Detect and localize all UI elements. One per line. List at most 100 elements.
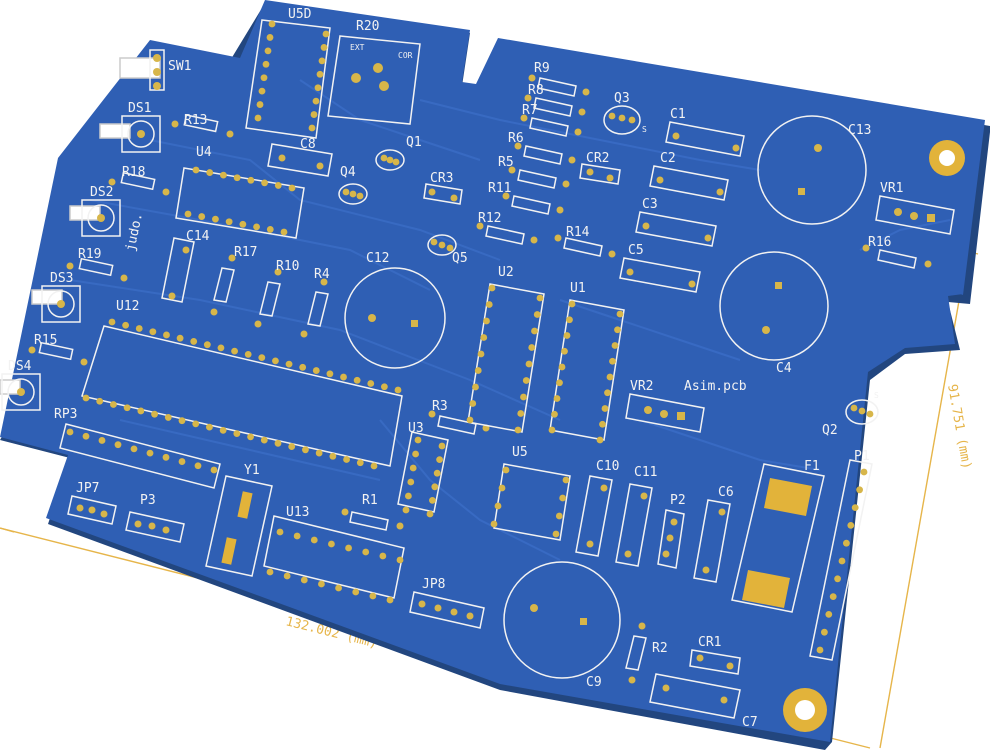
u3-pin [405,492,412,500]
u12-pin [329,452,337,460]
label-r12: R12 [478,211,501,226]
u12-pin [203,341,211,349]
u5d-pin [318,57,326,65]
trimpot-vr2 [625,393,705,433]
u12-pin [164,414,172,421]
u1-pin [606,373,614,381]
rp3-pin [66,428,74,436]
p1-pin [825,611,833,618]
label-r20: R20 [356,19,379,34]
led-ds2 [69,199,121,237]
u12-pin [315,449,323,457]
led-ds4 [0,373,41,411]
u12-pin [82,394,90,402]
u13-pin [369,592,377,600]
u12-pin [247,433,254,441]
label-r10: R10 [276,259,299,274]
label-c9: C9 [586,675,602,690]
u1-pin [611,342,619,349]
p1-pin [843,539,850,547]
u2-pin [477,350,485,358]
u12-pin [122,321,130,329]
u1-pin [609,357,616,365]
u4-pin [212,215,219,223]
label-c1: C1 [670,107,686,122]
transistor-q1 [375,149,405,171]
u5d-pin [268,20,276,28]
header-p2 [657,509,685,569]
label-r6: R6 [508,131,524,146]
u2-pin [488,284,496,292]
led-ds1 [99,115,161,153]
u12-pin [149,328,157,336]
u4-pin [261,179,268,187]
u4-pin [274,182,282,189]
transistor-q2 [845,399,879,425]
q5-pin [438,241,446,249]
u1-pin [556,379,563,387]
header-jp7 [67,495,117,525]
label-u3: U3 [408,421,424,436]
capacitor-c14 [161,237,195,303]
u3-pin [438,442,446,450]
u5d-pin [314,84,322,92]
u12-pin [137,407,145,415]
label-c7: C7 [742,715,758,730]
resistor-r8 [524,94,586,117]
label-f1: F1 [804,459,820,474]
u2-pin [485,301,493,308]
u1-pin [566,316,573,324]
capacitor-c8 [267,143,333,177]
u3-pin [429,497,436,504]
label-r3: R3 [432,399,448,414]
resistor-r11 [502,192,564,215]
u5d-pin [312,97,320,105]
u12-pin [217,344,225,352]
q4-pin [342,188,350,196]
label-y1: Y1 [244,463,260,478]
u4-pin [239,220,247,228]
q1-pin [392,158,400,166]
u5d-pin [258,87,266,95]
label-c13: C13 [848,123,871,138]
label-u13: U13 [286,505,309,520]
label-c6: C6 [718,485,734,500]
u5-pin [494,502,502,510]
label-c14: C14 [186,229,210,244]
u1-pin [596,436,604,444]
u1-pin [601,405,609,412]
u5-pin [498,484,506,492]
rp3-pin [194,462,202,470]
u12-pin [326,370,334,378]
q3-pin [618,114,626,122]
u13-pin [352,588,360,596]
label-r13: R13 [184,113,207,128]
u4-pin [192,166,200,174]
label-ext: EXT [350,43,365,52]
ic-u2 [467,283,545,433]
u13-pin [345,544,352,552]
u4-pin [233,174,241,182]
resistor-r16 [862,244,932,269]
ic-u1 [549,299,625,441]
u13-pin [283,572,291,580]
q4-pin [356,192,364,200]
u1-pin [561,347,568,355]
u2-pin [531,327,538,335]
u12-pin [176,334,184,342]
label-u12: U12 [116,299,139,314]
label-r4: R4 [314,267,330,282]
label-r1: R1 [362,493,378,508]
label-q5: Q5 [452,251,468,266]
capacitor-c11 [615,483,653,567]
u4-pin [253,223,260,231]
resistor-r18 [108,171,170,196]
u13-pin [396,556,404,564]
u12-pin [340,373,347,381]
p1-pin [838,557,846,565]
u2-pin [525,360,533,368]
label-ds4: DS4 [8,359,32,374]
resistor-r7 [520,114,582,137]
resistor-pack-rp3 [59,423,221,489]
u5-pin [552,530,560,538]
